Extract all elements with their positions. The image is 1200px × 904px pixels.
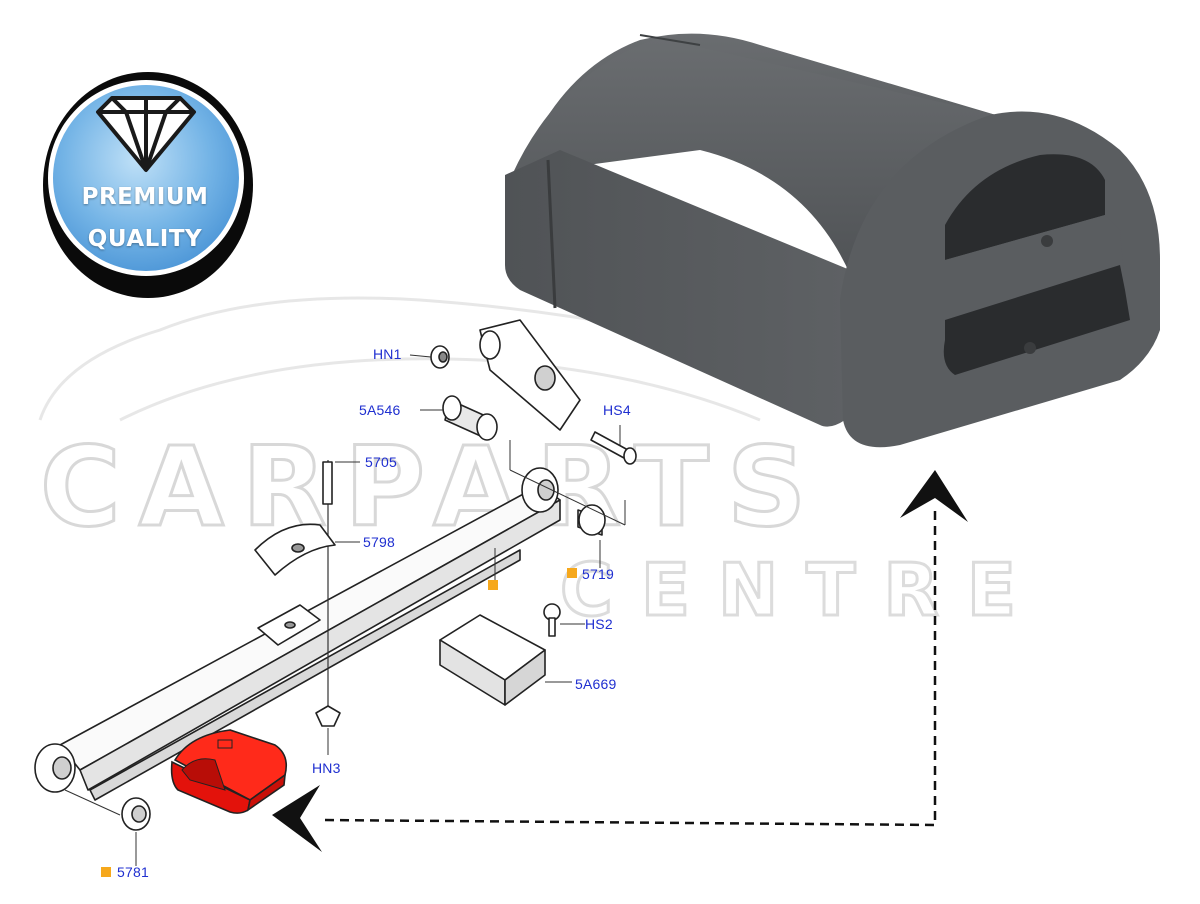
watermark-line2: CENTRE [560, 548, 1044, 632]
label-5798: 5798 [363, 534, 395, 550]
arrow-up-icon [900, 470, 968, 522]
label-hn1: HN1 [373, 346, 402, 362]
bump-stop-photo [505, 33, 1160, 448]
pointer-arrow [272, 470, 968, 852]
label-5a546: 5A546 [359, 402, 401, 418]
premium-badge [43, 72, 253, 298]
label-5705: 5705 [365, 454, 397, 470]
marker-leaf [488, 580, 498, 590]
label-hs2: HS2 [585, 616, 613, 632]
badge-line1: PREMIUM [81, 184, 209, 210]
badge-line2: QUALITY [87, 226, 203, 252]
highlighted-bump-stop [170, 729, 288, 814]
label-hs4: HS4 [603, 402, 631, 418]
label-5719: 5719 [582, 566, 614, 582]
label-hn3: HN3 [312, 760, 341, 776]
marker-5781 [101, 867, 111, 877]
watermark-line1: CARPARTS [40, 423, 824, 551]
label-5781: 5781 [117, 864, 149, 880]
marker-5719 [567, 568, 577, 578]
exploded-view [34, 319, 637, 866]
label-5a669: 5A669 [575, 676, 617, 692]
arrow-left-icon [272, 785, 322, 852]
diamond-icon [96, 96, 196, 172]
